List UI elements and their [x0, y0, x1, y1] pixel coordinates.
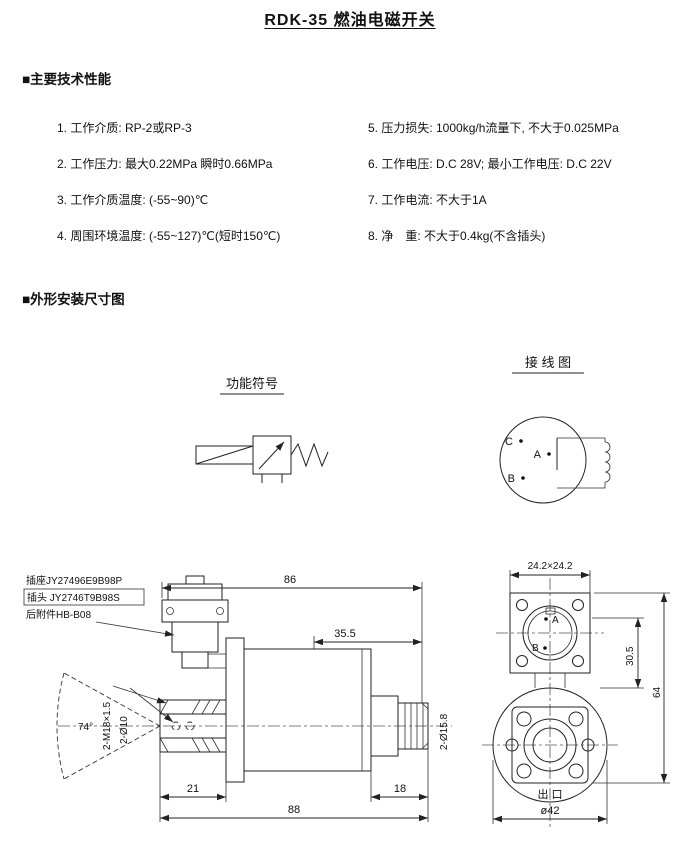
- connector-face-circle: [499, 416, 587, 504]
- spray-cone: [56, 672, 161, 780]
- cone-angle-label: 74°: [78, 722, 93, 733]
- pin-a-dot: [547, 452, 551, 456]
- accessory-part-label: 后附件HB-B08: [26, 608, 91, 621]
- spec-item: 1. 工作介质: RP-2或RP-3: [57, 121, 192, 135]
- plug-part-label: 插头 JY2746T9B98S: [27, 591, 120, 604]
- page-title: RDK-35 燃油电磁开关: [264, 12, 436, 29]
- spec-item: 6. 工作电压: D.C 28V; 最小工作电压: D.C 22V: [368, 157, 612, 171]
- outlet-label: 出 口: [537, 787, 562, 801]
- pin-b-dot: [521, 476, 525, 480]
- specs-column-right: 5. 压力损失: 1000kg/h流量下, 不大于0.025MPa 6. 工作电…: [368, 122, 619, 243]
- pin-a-label: A: [534, 449, 542, 461]
- pin-b-label: B: [508, 473, 515, 485]
- dim-64: 64: [652, 686, 663, 698]
- wiring-diagram-drawing: 接 线 图 C A B: [499, 355, 611, 504]
- specs-column-left: 1. 工作介质: RP-2或RP-3 2. 工作压力: 最大0.22MPa 瞬时…: [57, 122, 280, 243]
- spec-item: 4. 周围环境温度: (-55~127)℃(短时150℃): [57, 229, 281, 243]
- front-view-drawing: A B 出 口: [482, 561, 670, 827]
- function-symbol-drawing: 功能符号: [195, 376, 329, 483]
- dim-o42: ø42: [541, 805, 560, 817]
- function-symbol-title: 功能符号: [226, 376, 278, 391]
- spec-item: 7. 工作电流: 不大于1A: [368, 193, 487, 207]
- wiring-diagram-title: 接 线 图: [525, 355, 571, 370]
- front-view-dimensions: 24.2×24.2 30.5 64 ø42: [492, 561, 670, 824]
- dim-35-5: 35.5: [334, 628, 355, 640]
- thread-leader-line: [112, 685, 167, 704]
- dim-30-5: 30.5: [625, 646, 636, 666]
- fitting-holes-label: 2-Ø15.8: [439, 713, 450, 750]
- spec-item: 2. 工作压力: 最大0.22MPa 瞬时0.66MPa: [57, 157, 273, 171]
- drawing-section-header: ■外形安装尺寸图: [22, 292, 125, 307]
- holes-leader-line: [129, 687, 174, 723]
- coil-body: [243, 648, 372, 772]
- front-pin-a-label: A: [552, 615, 559, 626]
- thread-spec-label: 2-M18×1.5: [102, 701, 113, 750]
- pin-c-label: C: [505, 436, 513, 448]
- dim-88: 88: [288, 804, 300, 816]
- specs-section-header: ■主要技术性能: [22, 72, 112, 87]
- mounting-plate: [225, 637, 245, 783]
- side-view-dimensions: 86 35.5 21 18 88: [159, 574, 429, 822]
- dim-18: 18: [394, 783, 406, 795]
- plug-label-box: [23, 588, 145, 606]
- side-view-drawing: 74° 2-M18×1.5 2-Ø10: [23, 574, 452, 822]
- outlet-fitting: [370, 695, 429, 757]
- front-pin-b-label: B: [532, 643, 539, 654]
- pin-c-dot: [519, 439, 523, 443]
- plug-connector-assembly: [161, 575, 229, 669]
- spec-item: 3. 工作介质温度: (-55~90)℃: [57, 193, 209, 207]
- connector-leader-line: [95, 621, 175, 637]
- connector-plate: A B: [509, 592, 591, 688]
- technical-drawing: 功能符号 接 线 图 C A B: [23, 355, 670, 827]
- dim-24-2: 24.2×24.2: [528, 561, 573, 572]
- dim-86: 86: [284, 574, 296, 586]
- socket-part-label: 插座JY27496E9B98P: [26, 574, 123, 587]
- coil-circuit: [557, 437, 611, 489]
- solenoid-valve-symbol: [195, 435, 329, 483]
- mounting-flange: 出 口: [492, 687, 608, 803]
- spec-item: 8. 净 重: 不大于0.4kg(不含插头): [368, 229, 546, 243]
- dim-21: 21: [187, 783, 199, 795]
- spec-item: 5. 压力损失: 1000kg/h流量下, 不大于0.025MPa: [368, 121, 619, 135]
- stem-holes-label: 2-Ø10: [119, 716, 130, 744]
